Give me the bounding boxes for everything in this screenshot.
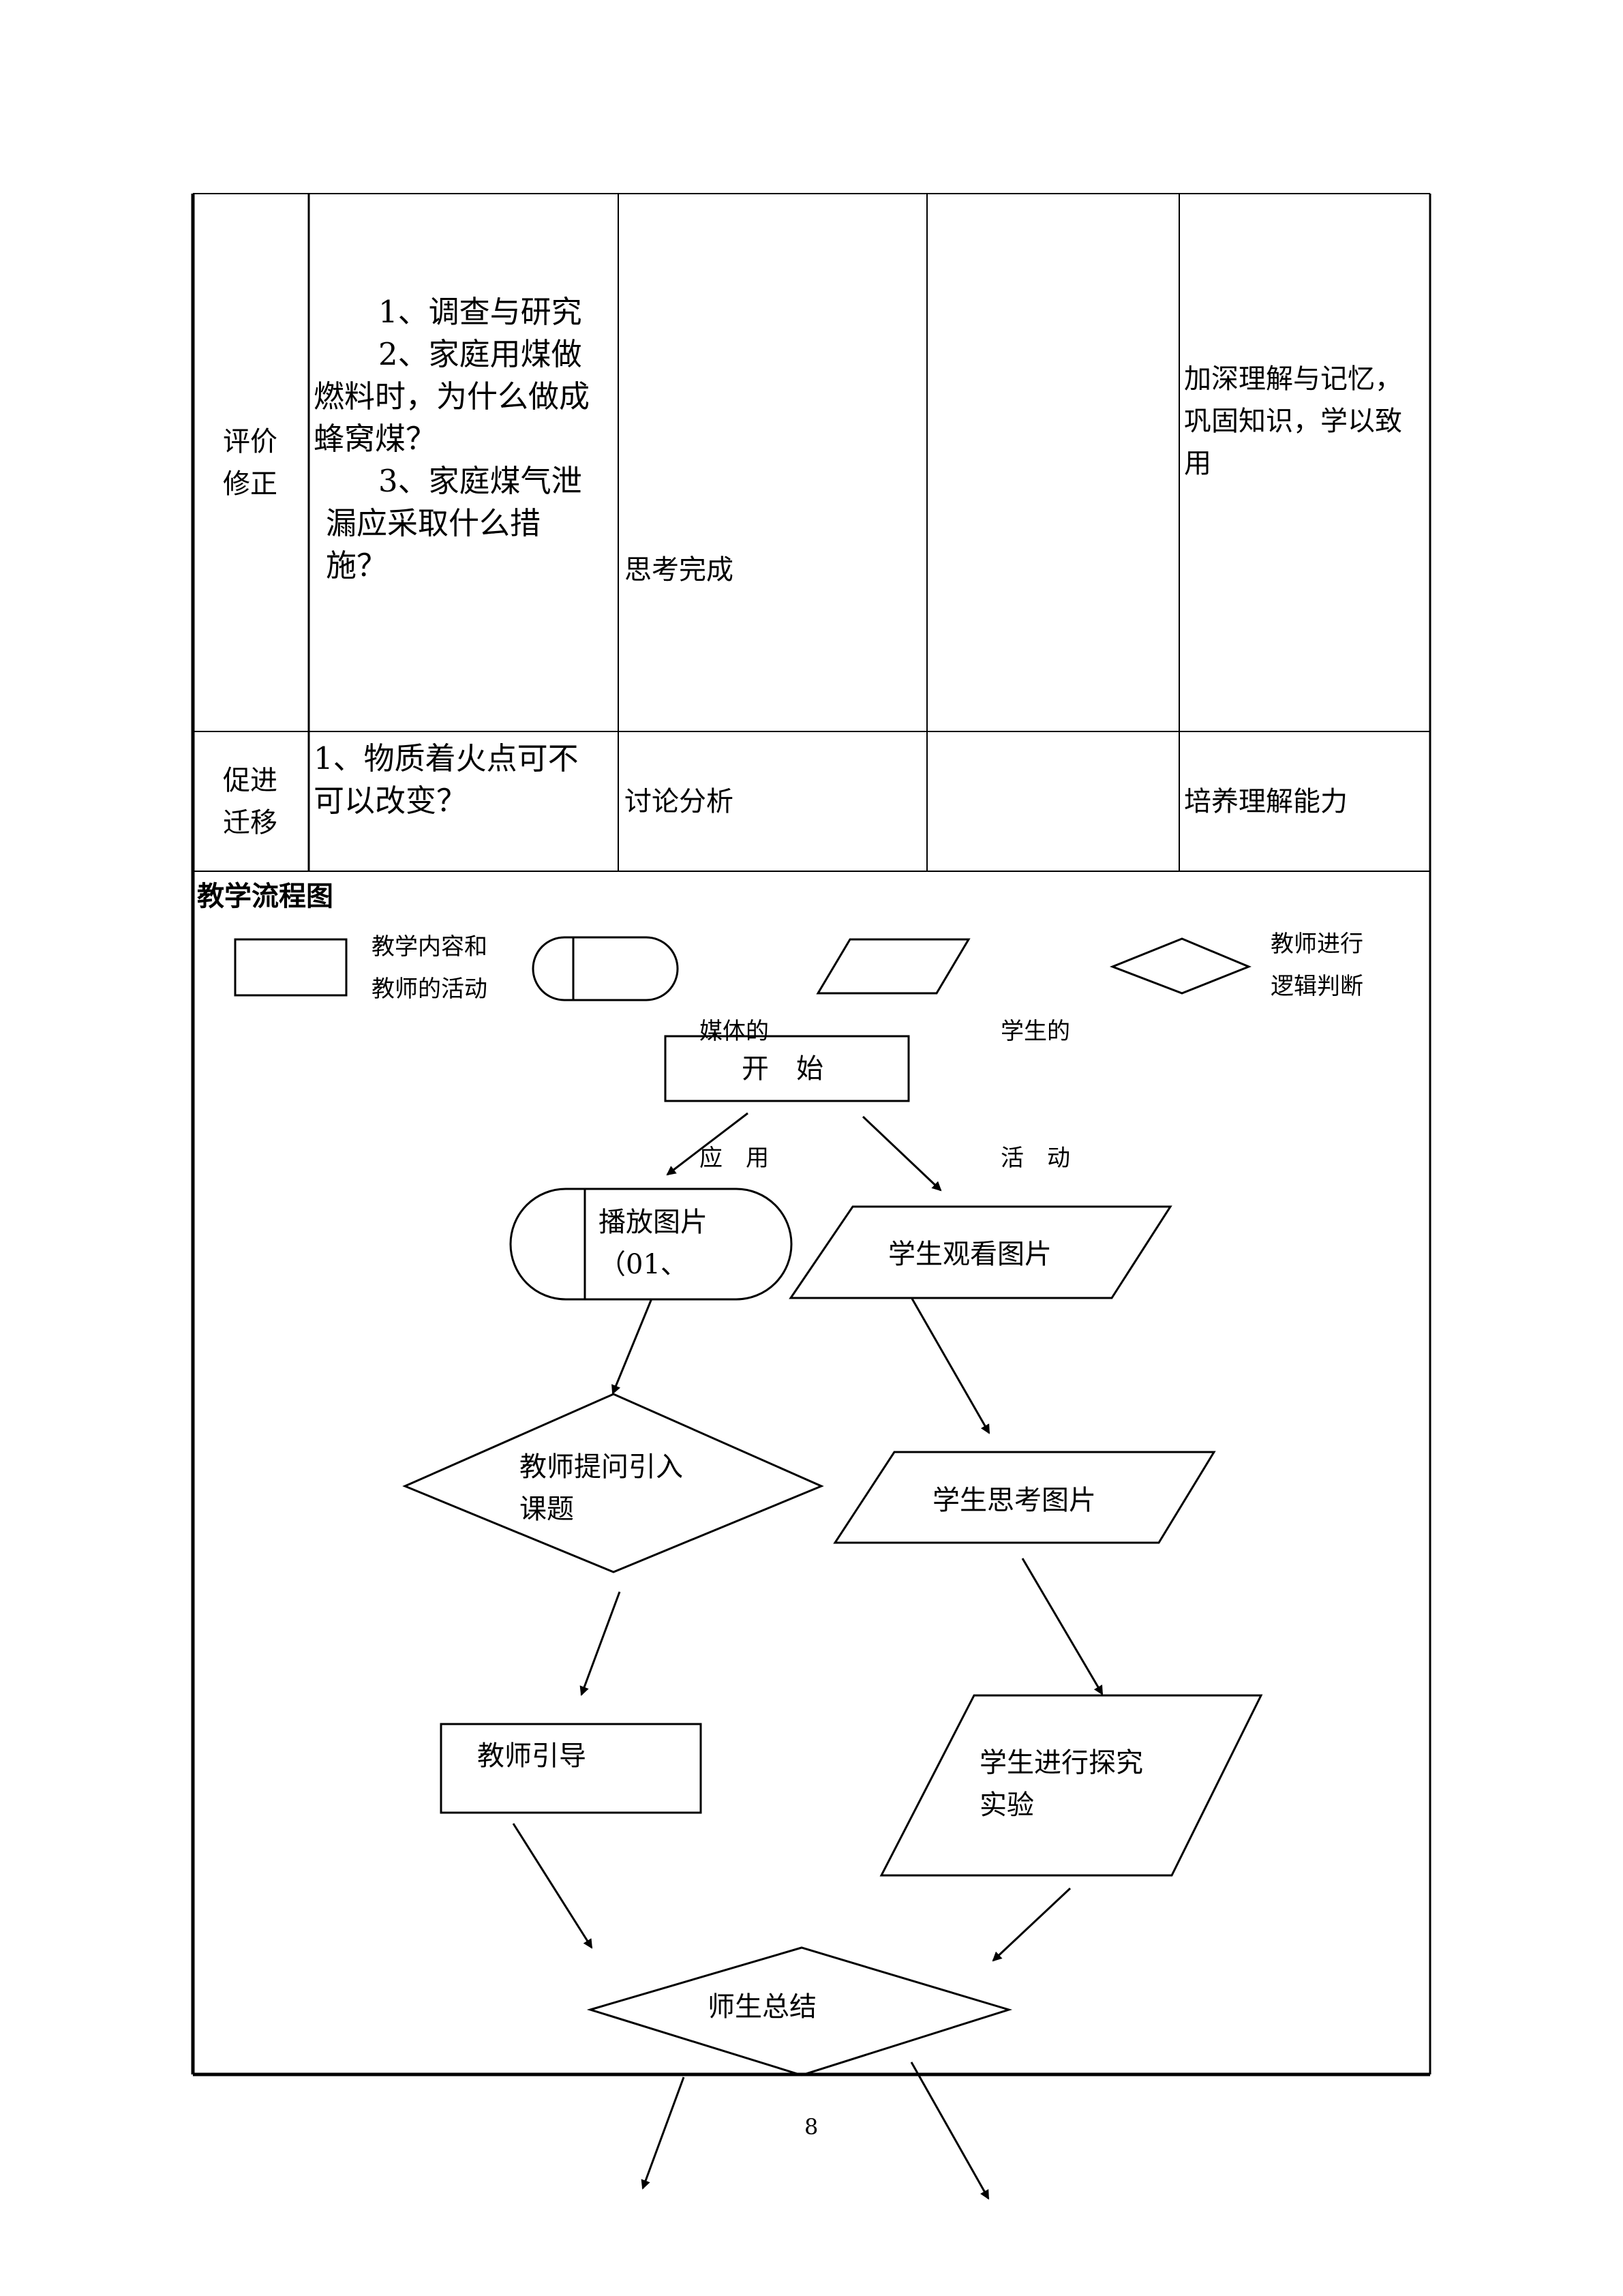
legend-line: 教学内容和: [371, 933, 487, 961]
media-capsule-node: [509, 1188, 793, 1301]
flowchart-title: 教学流程图: [197, 881, 333, 912]
arrow-watch-to-think: [911, 1298, 990, 1434]
arrow-media-to-question: [611, 1298, 653, 1395]
student-think-parallelogram: [833, 1451, 1216, 1544]
legend-line: 教师进行: [1271, 931, 1363, 958]
student-watch-parallelogram: [789, 1205, 1172, 1299]
student-watch-label: 学生观看图片: [888, 1239, 1052, 1270]
media-label: 播放图片 （01、: [598, 1201, 708, 1286]
row1-purpose: 加深理解与记忆， 巩固知识，学以致 用: [1184, 358, 1423, 485]
arrow-question-to-guide: [579, 1591, 621, 1696]
legend-rectangle-icon: [234, 938, 348, 997]
arrow-start-to-media: [666, 1112, 748, 1176]
legend-line: 逻辑判断: [1271, 973, 1363, 1000]
teacher-question-line: 教师提问引入: [519, 1451, 683, 1483]
legend-parallelogram-label: 学生的 活 动: [1001, 926, 1070, 1222]
row2-label-line1: 促进: [223, 765, 277, 796]
media-label-line: 播放图片: [598, 1207, 708, 1238]
arrow-think-to-explore: [1021, 1558, 1104, 1695]
legend-shapes: [234, 936, 1252, 1001]
row1-content-line: 蜂窝煤？: [314, 421, 437, 457]
row1-student-activity: 思考完成: [624, 554, 733, 586]
media-label-line: （01、: [598, 1249, 688, 1280]
teacher-guide-label: 教师引导: [477, 1740, 586, 1772]
legend-diamond-icon: [1109, 937, 1252, 995]
row1-content-line: 2、家庭用煤做: [378, 336, 582, 372]
row1-purpose-line: 加深理解与记忆，: [1184, 363, 1402, 395]
row1-label-line2: 修正: [223, 468, 277, 500]
page-number: 8: [804, 2114, 819, 2140]
row1-content-line: 1、调查与研究: [378, 294, 582, 330]
student-explore-line: 实验: [980, 1789, 1034, 1821]
row2-content-line: 1、物质着火点可不: [314, 740, 579, 776]
arrow-start-to-watch: [862, 1115, 942, 1192]
legend-parallelogram-icon: [816, 938, 971, 995]
legend-media-capsule-icon: [532, 936, 679, 1001]
legend-media-label: 媒体的 应 用: [699, 926, 769, 1222]
row1-content-line: 3、家庭煤气泄: [378, 463, 582, 499]
legend-line: 活 动: [1001, 1145, 1070, 1172]
row2-label: 促进 迁移: [223, 759, 291, 844]
arrow-summary-out-right: [910, 2061, 990, 2200]
row1-label: 评价 修正: [223, 421, 291, 505]
legend-line: 媒体的: [699, 1018, 769, 1045]
row1-content: 1、调查与研究 2、家庭用煤做 燃料时，为什么做成 蜂窝煤？ 3、家庭煤气泄 漏…: [314, 291, 613, 587]
flowchart-arrows: [512, 1112, 1104, 2200]
row1-purpose-line: 用: [1184, 448, 1211, 479]
student-explore-line: 学生进行探究: [980, 1747, 1143, 1779]
arrow-summary-out-left: [641, 2076, 685, 2190]
summary-diamond: [586, 1946, 1013, 2076]
row1-label-line1: 评价: [223, 426, 277, 457]
arrow-explore-to-summary: [992, 1887, 1072, 1962]
arrow-guide-to-summary: [512, 1823, 593, 1949]
flowchart-shapes: [402, 1035, 1263, 2076]
start-label: 开 始: [742, 1053, 823, 1085]
teacher-question-diamond: [402, 1393, 824, 1573]
start-box: [664, 1035, 910, 1102]
legend-line: 学生的: [1001, 1018, 1070, 1045]
student-think-label: 学生思考图片: [932, 1485, 1096, 1516]
row1-purpose-line: 巩固知识，学以致: [1184, 406, 1402, 437]
row2-student-activity: 讨论分析: [624, 786, 733, 817]
row2-purpose: 培养理解能力: [1184, 786, 1348, 817]
teacher-guide-box: [440, 1723, 702, 1814]
student-explore-label: 学生进行探究 实验: [980, 1742, 1143, 1826]
legend-line: 应 用: [699, 1145, 769, 1172]
row2-content-line: 可以改变？: [314, 783, 468, 819]
row2-label-line2: 迁移: [223, 807, 277, 839]
legend-diamond-label: 教师进行 逻辑判断: [1271, 923, 1363, 1008]
legend-line: 教师的活动: [371, 976, 487, 1003]
legend-rectangle-label: 教学内容和 教师的活动: [371, 926, 487, 1010]
row2-content: 1、物质着火点可不 可以改变？: [314, 738, 613, 822]
row1-content-line: 漏应采取什么措: [326, 505, 541, 541]
row1-content-line: 施？: [326, 547, 388, 584]
teacher-question-line: 课题: [519, 1494, 574, 1525]
student-explore-parallelogram: [879, 1694, 1263, 1877]
table-frame: [191, 193, 1431, 2076]
summary-label: 师生总结: [708, 1991, 817, 2023]
teacher-question-label: 教师提问引入 课题: [519, 1446, 683, 1530]
row1-content-line: 燃料时，为什么做成: [314, 378, 590, 414]
